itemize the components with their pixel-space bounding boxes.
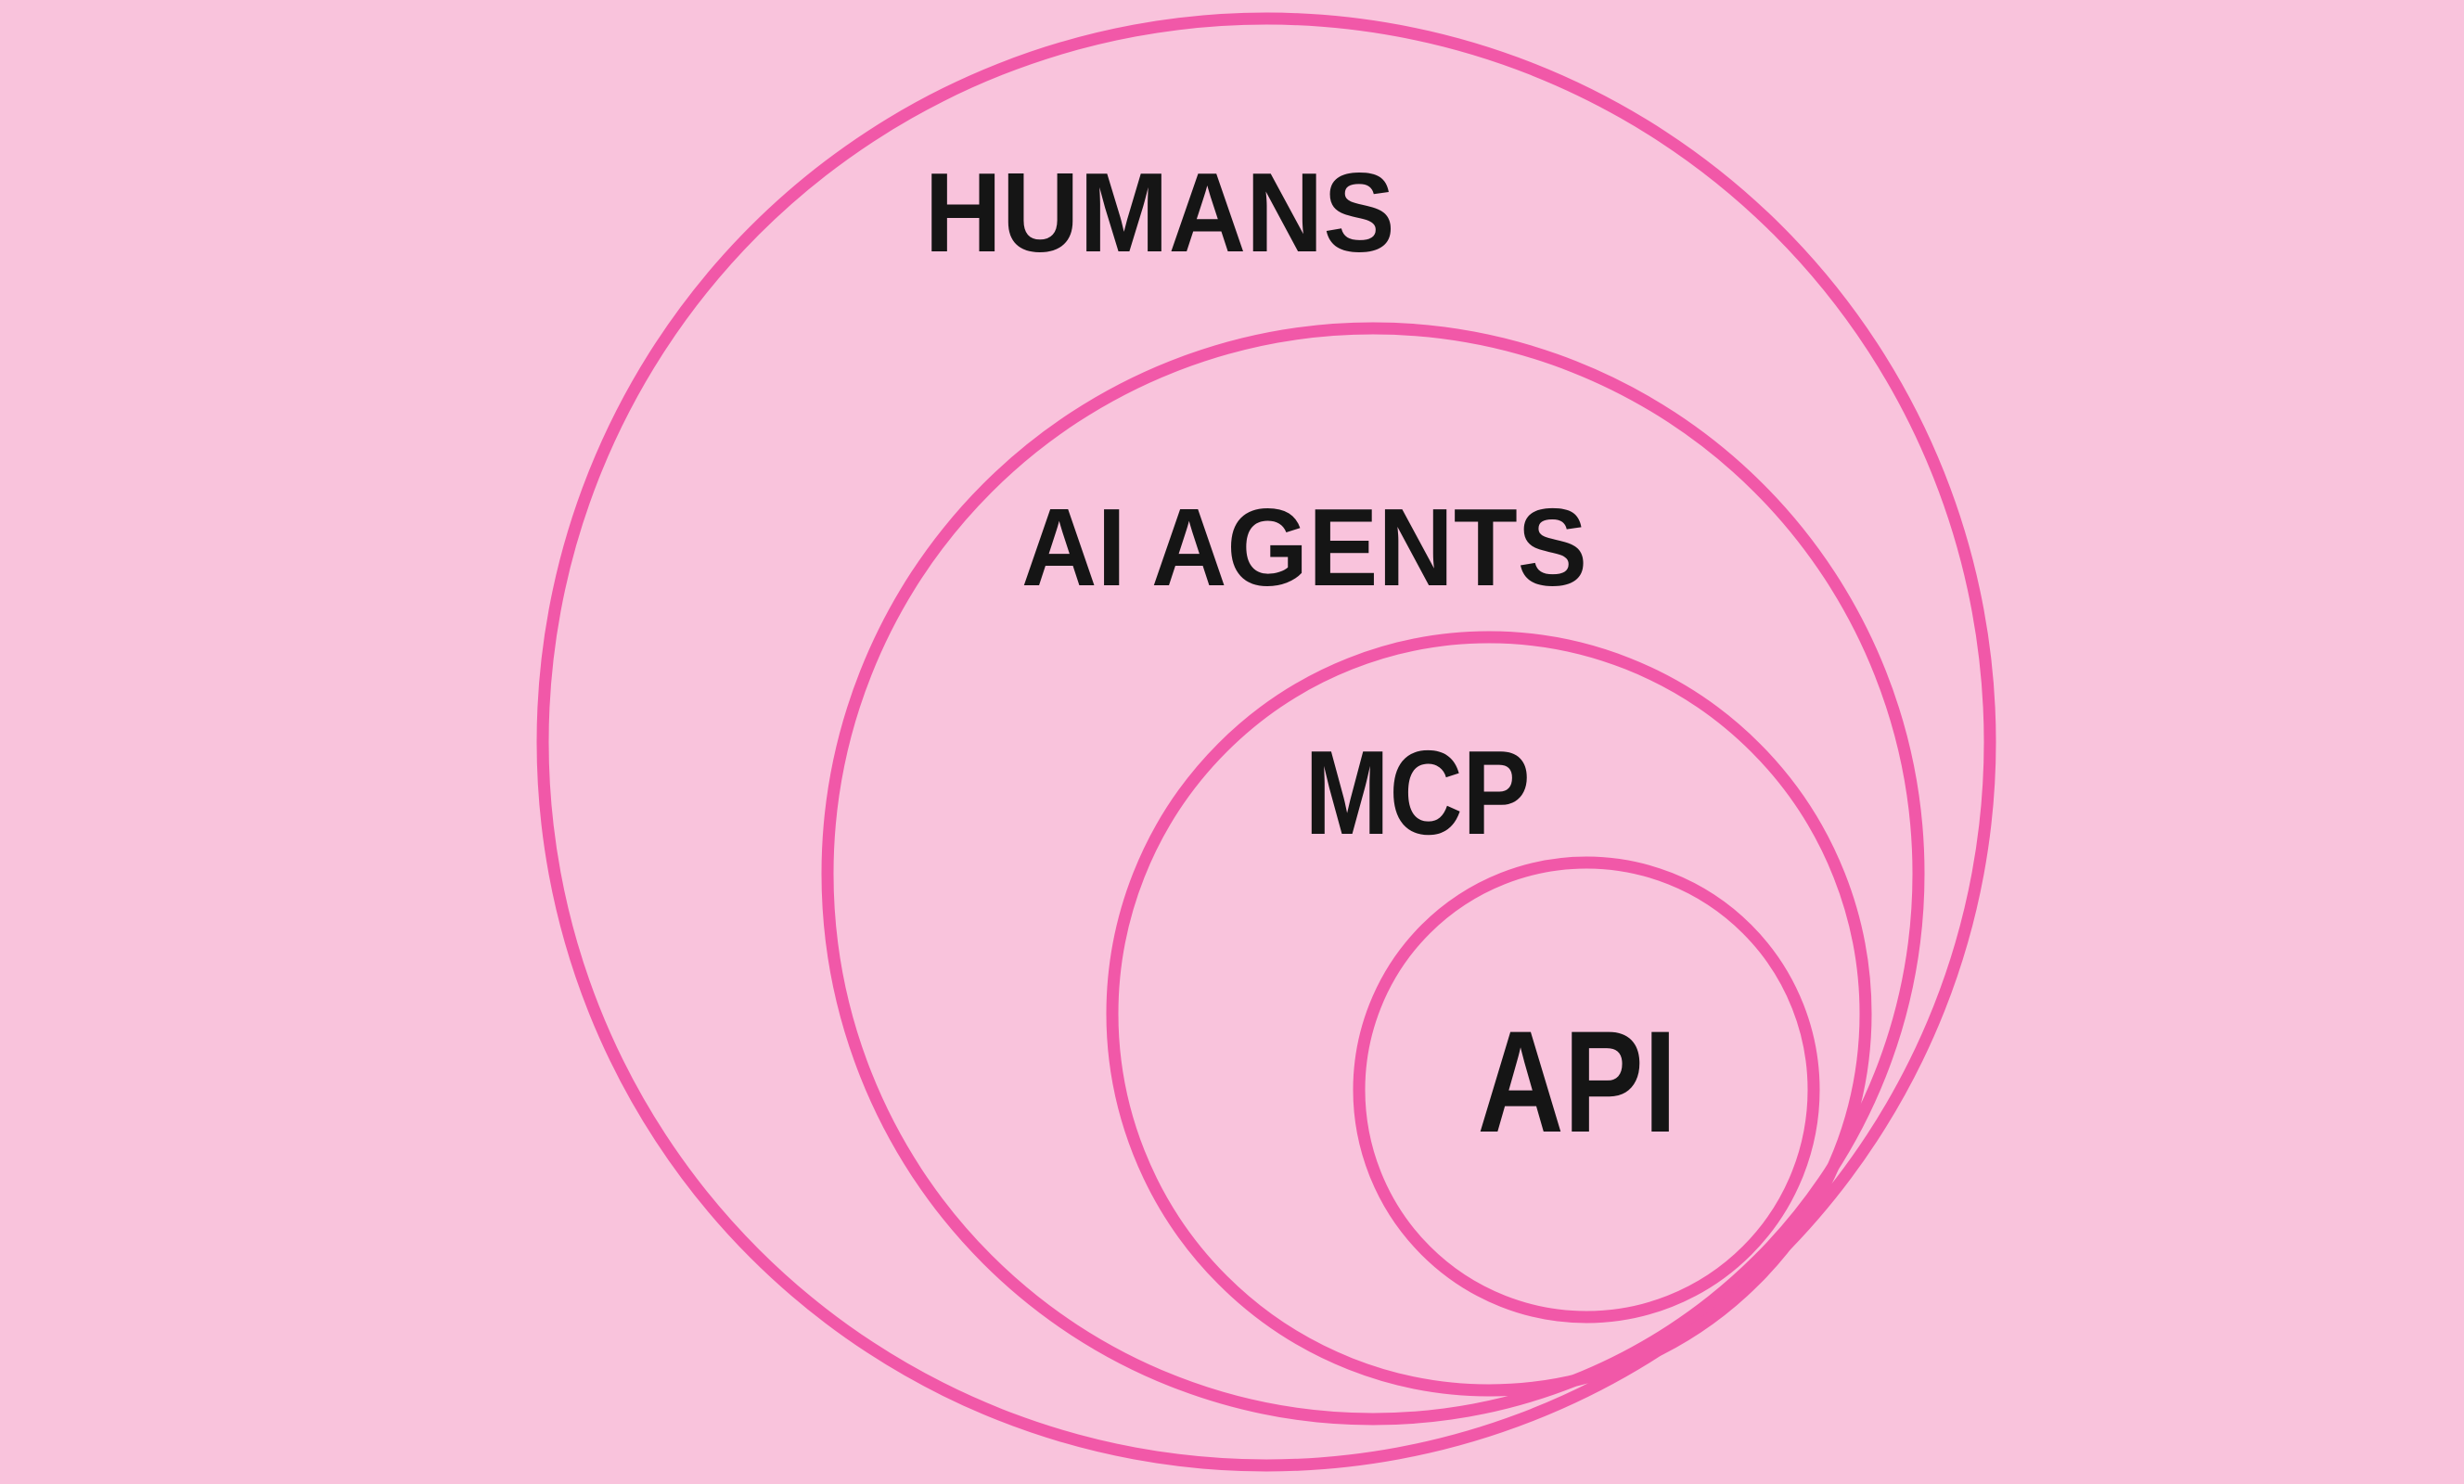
label-api: API [1478,1002,1677,1163]
label-mcp: MCP [1305,726,1531,860]
circle-mcp [1106,631,1872,1397]
label-humans: HUMANS [925,149,1395,275]
circle-humans [536,12,1996,1472]
circle-api [1353,856,1820,1324]
label-ai-agents: AI AGENTS [1021,486,1587,609]
circle-ai-agents [821,322,1925,1426]
